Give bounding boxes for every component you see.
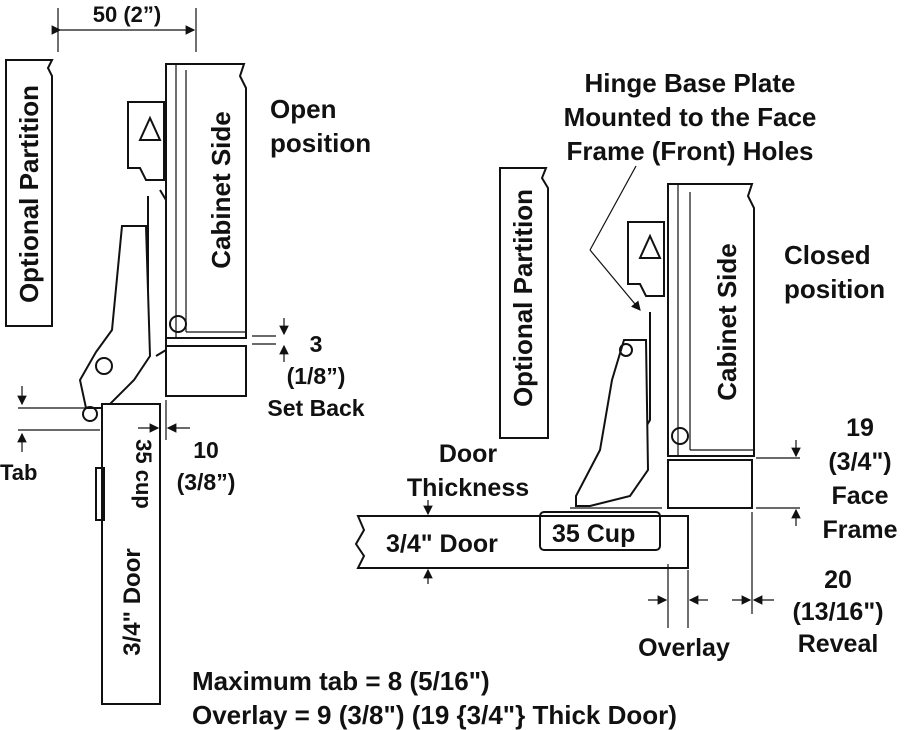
closed-callout-line-2: Mounted to the Face <box>564 102 817 132</box>
open-gap-inch: (3/8”) <box>177 469 236 495</box>
open-setback-inch: (1/8”) <box>287 363 346 389</box>
open-tab-label: Tab <box>0 460 37 485</box>
closed-door-label: 3/4" Door <box>386 530 498 558</box>
closed-faceframe-value: 19 <box>846 414 874 442</box>
open-setback-label: Set Back <box>267 395 364 421</box>
open-face-frame <box>165 345 247 397</box>
closed-door <box>354 515 689 569</box>
open-cup-label: 35 cup <box>131 439 156 509</box>
closed-reveal-label: Reveal <box>798 630 879 658</box>
open-position-label-2: position <box>270 128 371 158</box>
closed-cup-label: 35 Cup <box>552 520 635 548</box>
open-gap-value: 10 <box>193 437 219 463</box>
note-max-tab: Maximum tab = 8 (5/16") <box>192 666 490 696</box>
closed-reveal-inch: (13/16") <box>792 598 883 626</box>
open-door-label: 3/4" Door <box>119 548 146 655</box>
closed-callout-line-1: Hinge Base Plate <box>585 68 796 98</box>
open-setback-value: 3 <box>310 331 323 357</box>
open-position-label: Open <box>270 94 336 124</box>
open-partition-label: Optional Partition <box>14 85 44 303</box>
closed-faceframe-label: Face <box>832 482 889 510</box>
closed-position-drawing: Hinge Base Plate Mounted to the Face Fra… <box>354 68 898 662</box>
closed-face-frame <box>667 459 753 509</box>
closed-position-label-2: position <box>784 274 885 304</box>
closed-callout-line-3: Frame (Front) Holes <box>566 136 813 166</box>
closed-door-thickness-2: Thickness <box>407 474 529 502</box>
closed-reveal-value: 20 <box>824 566 852 594</box>
open-position-drawing: 50 (2”) Optional Partition Cabinet Side … <box>0 2 371 705</box>
open-width-dimension: 50 (2”) <box>93 2 161 27</box>
closed-faceframe-label-2: Frame <box>822 516 897 544</box>
closed-position-label: Closed <box>784 240 871 270</box>
open-partition-panel <box>5 59 54 327</box>
closed-overlay-label: Overlay <box>638 634 730 662</box>
open-cabinet-label: Cabinet Side <box>206 111 236 268</box>
note-overlay: Overlay = 9 (3/8") (19 {3/4"} Thick Door… <box>192 700 677 730</box>
closed-cabinet-label: Cabinet Side <box>712 243 742 400</box>
closed-partition-panel <box>499 167 549 439</box>
closed-faceframe-inch: (3/4") <box>828 448 891 476</box>
open-door <box>101 403 161 705</box>
closed-partition-label: Optional Partition <box>508 189 538 407</box>
closed-door-thickness-1: Door <box>439 440 498 468</box>
